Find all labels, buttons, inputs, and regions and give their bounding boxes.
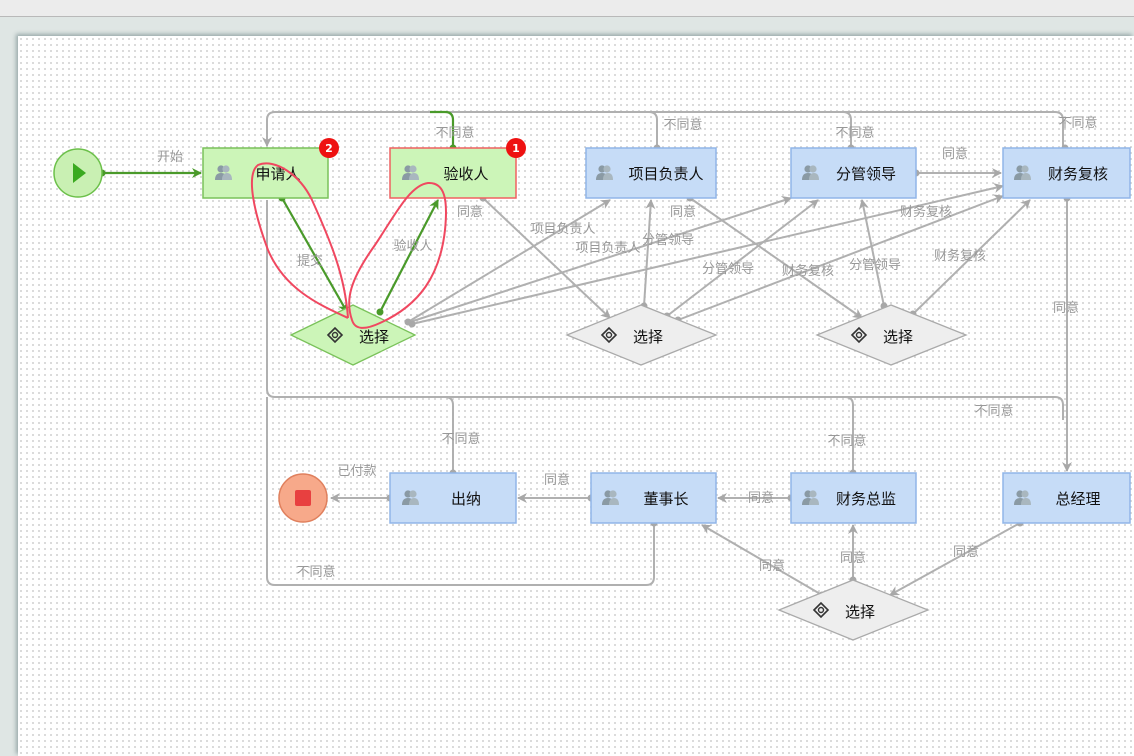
- flows: [262, 111, 1072, 596]
- gateway-4[interactable]: 选择: [777, 579, 930, 641]
- edge-label: 不同意: [974, 403, 1013, 419]
- play-icon: [73, 163, 86, 183]
- edge-label: 同意: [457, 204, 483, 220]
- start-event[interactable]: [53, 148, 103, 198]
- node-label: 财务复核: [1048, 165, 1108, 183]
- edge-label: 验收人: [393, 238, 432, 254]
- edge-label: 同意: [544, 472, 570, 488]
- gateway-2[interactable]: 选择: [565, 304, 718, 366]
- node-label: 出纳: [451, 490, 481, 508]
- edge-label: 开始: [157, 150, 183, 165]
- gateway-3[interactable]: 选择: [815, 304, 968, 366]
- top-toolbar: [0, 0, 1134, 17]
- node-cashier[interactable]: 出纳: [389, 472, 517, 524]
- node-label: 董事长: [643, 490, 688, 508]
- node-label: 选择: [845, 603, 875, 621]
- edge-label: 分管领导: [849, 258, 901, 273]
- edge-label: 分管领导: [642, 233, 694, 248]
- node-label: 项目负责人: [628, 165, 703, 183]
- badge-count: 2: [325, 142, 333, 155]
- edge-label: 提交: [297, 253, 323, 269]
- edge-label: 不同意: [435, 125, 474, 141]
- edge-label: 财务复核: [900, 204, 952, 220]
- node-acceptor[interactable]: 验收人 1: [389, 138, 526, 199]
- edge-label: 不同意: [441, 431, 480, 447]
- end-event[interactable]: [278, 473, 328, 523]
- edge-label: 同意: [953, 544, 979, 560]
- edge-label: 财务复核: [934, 248, 986, 264]
- node-label: 分管领导: [836, 165, 896, 183]
- node-cfo[interactable]: 财务总监: [790, 472, 917, 524]
- node-label: 申请人: [255, 165, 300, 183]
- annotation-loops: [250, 162, 448, 329]
- edge-label: 项目负责人: [530, 222, 595, 237]
- node-applicant[interactable]: 申请人 2: [202, 138, 339, 199]
- node-finance-review[interactable]: 财务复核: [1002, 147, 1131, 199]
- gateway-1[interactable]: 选择: [289, 304, 417, 366]
- edge-label: 同意: [942, 146, 968, 162]
- node-project-lead[interactable]: 项目负责人: [585, 147, 717, 199]
- node-gm[interactable]: 总经理: [1002, 472, 1131, 524]
- edge-label: 不同意: [835, 125, 874, 141]
- edge-label: 不同意: [296, 564, 335, 580]
- badge: [319, 138, 339, 158]
- edge-label: 不同意: [1058, 115, 1097, 131]
- edge-label: 同意: [748, 490, 774, 506]
- completed-flows: [102, 110, 455, 313]
- edge-label: 同意: [1053, 300, 1079, 316]
- node-division-lead[interactable]: 分管领导: [790, 147, 917, 199]
- edge-label: 同意: [840, 550, 866, 566]
- edge-label: 同意: [759, 558, 785, 574]
- node-label: 验收人: [443, 165, 488, 183]
- badge-count: 1: [512, 142, 520, 155]
- edge-label: 同意: [670, 204, 696, 220]
- node-chairman[interactable]: 董事长: [590, 472, 717, 524]
- stop-icon: [295, 490, 311, 506]
- edge-label: 分管领导: [702, 262, 754, 277]
- node-label: 选择: [883, 328, 913, 346]
- node-label: 总经理: [1055, 490, 1100, 508]
- edge-label: 已付款: [337, 464, 376, 479]
- node-label: 选择: [633, 328, 663, 346]
- node-label: 财务总监: [836, 490, 896, 508]
- edge-label: 项目负责人: [575, 241, 640, 256]
- edge-label: 不同意: [663, 117, 702, 133]
- node-label: 选择: [359, 328, 389, 346]
- edge-label: 财务复核: [782, 263, 834, 279]
- edge-label: 不同意: [827, 433, 866, 449]
- badge: [506, 138, 526, 158]
